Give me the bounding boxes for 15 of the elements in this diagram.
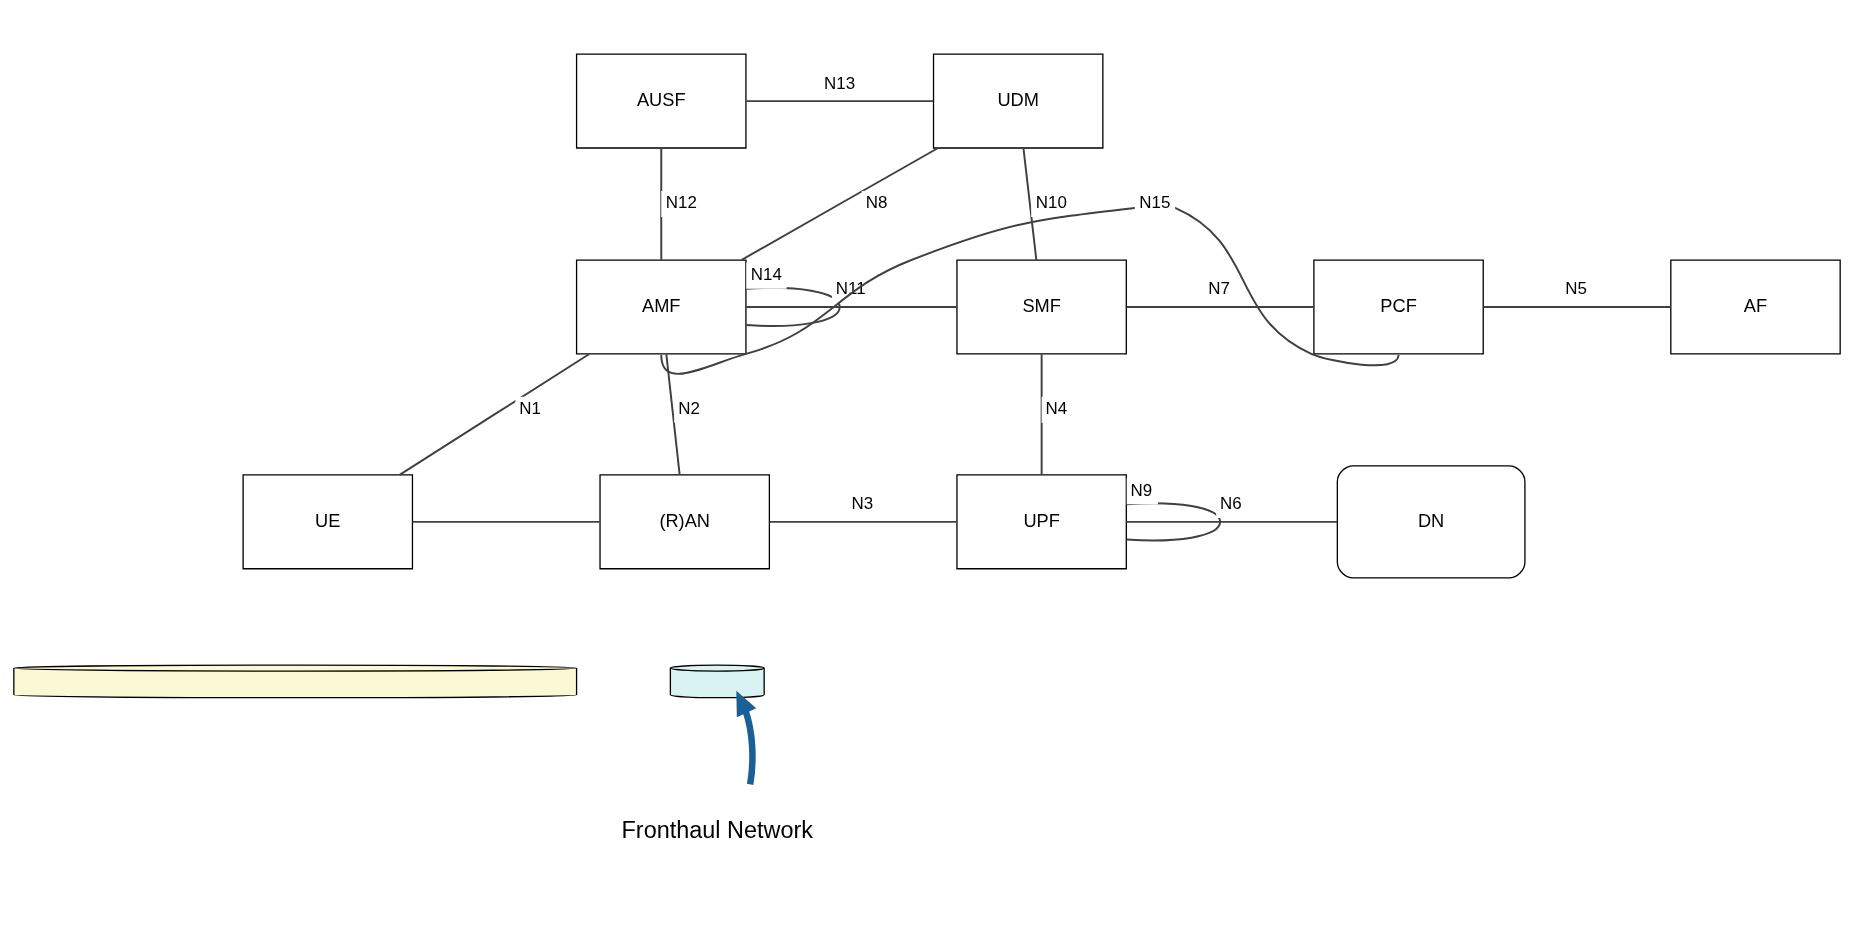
edge-label: N10: [1035, 192, 1067, 212]
edge-label: N1: [519, 398, 541, 418]
edge-label: N15: [1139, 192, 1171, 212]
edge-label: N8: [865, 192, 888, 212]
edge-label: N6: [1220, 493, 1242, 513]
node-text: Fronthaul Network: [621, 816, 814, 843]
edge-label: N5: [1565, 278, 1587, 298]
edge-label: N4: [1045, 398, 1068, 418]
edge-label: N2: [678, 398, 700, 418]
edge-label: N9: [1130, 480, 1153, 500]
edge-label: N13: [824, 73, 856, 93]
edge-label: N12: [665, 192, 697, 212]
edge-label: N3: [851, 493, 874, 513]
edge-label: N7: [1208, 278, 1231, 298]
edge-label: N14: [750, 264, 782, 284]
